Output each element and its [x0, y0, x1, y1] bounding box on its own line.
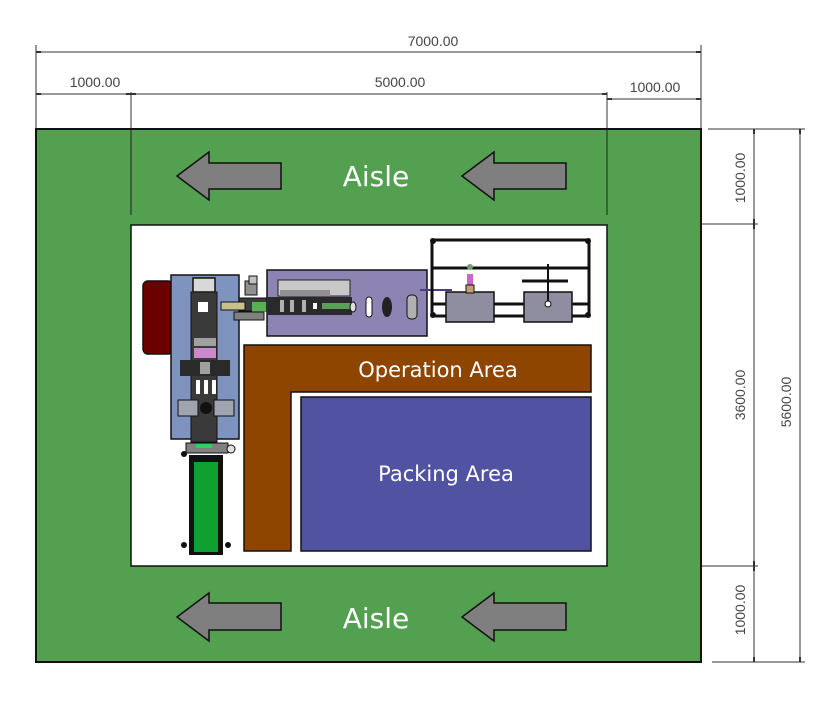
packing-area-zone [300, 396, 592, 552]
forming-machine [142, 274, 240, 555]
operation-area-zone [243, 344, 592, 552]
operation-area-label: Operation Area [358, 358, 518, 382]
total-width-label: 7000.00 [408, 33, 459, 49]
total-depth-label: 5600.00 [778, 376, 794, 427]
sealing-station [430, 238, 591, 323]
top-left-arrow-icon [175, 150, 282, 202]
inner-depth-label: 3600.00 [732, 369, 748, 420]
bottom-aisle-depth-label: 1000.00 [732, 584, 748, 635]
packing-area-label: Packing Area [378, 462, 514, 486]
tank-left [445, 291, 495, 323]
right-aisle-width-label: 1000.00 [630, 79, 681, 95]
top-aisle-label: Aisle [343, 160, 410, 193]
top-aisle-depth-label: 1000.00 [732, 152, 748, 203]
feeding-arm [220, 275, 276, 321]
top-right-arrow-icon [460, 150, 567, 202]
bottom-right-arrow-icon [460, 591, 567, 643]
bottom-aisle-label: Aisle [343, 602, 410, 635]
motor-housing [142, 280, 174, 355]
aisle-flow-arrows [175, 150, 567, 643]
control-unit [266, 269, 452, 337]
inner-width-label: 5000.00 [375, 74, 426, 90]
left-aisle-width-label: 1000.00 [70, 74, 121, 90]
bottom-left-arrow-icon [175, 591, 282, 643]
horizontal-dimensions [35, 45, 702, 215]
